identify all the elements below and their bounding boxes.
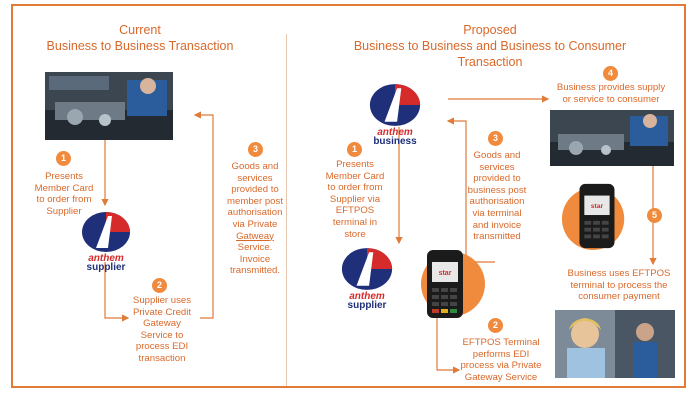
proposed-step2-badge: 2 [488, 318, 503, 333]
proposed-step1-badge: 1 [347, 142, 362, 157]
proposed-step1-text: Presents Member Card to order from Suppl… [325, 159, 385, 240]
diagram-frame [11, 4, 686, 388]
current-step2-text: Supplier uses Private Credit Gateway Ser… [132, 295, 192, 364]
anthem-logo-mark [82, 212, 130, 252]
current-step3-text: Goods and services provided to member po… [219, 161, 291, 277]
anthem-supplier-logo: anthem supplier [78, 210, 134, 273]
anthem-supplier-logo-proposed: anthem supplier [336, 246, 398, 314]
proposed-heading: Proposed Business to Business and Busine… [320, 22, 660, 70]
proposed-title: Proposed [463, 23, 517, 37]
current-step3-badge: 3 [248, 142, 263, 157]
proposed-step3-badge: 3 [488, 131, 503, 146]
proposed-step4-text: Business provides supply or service to c… [556, 82, 666, 105]
current-subtitle: Business to Business Transaction [46, 39, 234, 53]
proposed-step4-badge: 4 [603, 66, 618, 81]
current-heading: Current Business to Business Transaction [40, 22, 240, 54]
mechanic-photo-proposed [550, 110, 674, 166]
proposed-step3-text: Goods and services provided to business … [467, 150, 527, 243]
current-step1-text: Presents Member Card to order from Suppl… [34, 171, 94, 217]
eftpos-terminal-store: star [411, 246, 485, 320]
proposed-step5-text: Business uses EFTPOS terminal to process… [567, 268, 671, 303]
anthem-logo-mark [341, 248, 393, 290]
proposed-subtitle: Business to Business and Business to Con… [353, 39, 627, 69]
eftpos-terminal-business: star [560, 180, 632, 252]
section-divider [286, 34, 287, 386]
proposed-step2-text: EFTPOS Terminal performs EDI process via… [460, 337, 542, 383]
current-step1-badge: 1 [56, 151, 71, 166]
anthem-business-logo: anthem business [360, 82, 430, 148]
current-step2-badge: 2 [152, 278, 167, 293]
current-title: Current [119, 23, 161, 37]
mechanic-photo [45, 72, 173, 140]
terminal-brand-label: star [591, 203, 604, 210]
terminal-brand-label: star [439, 270, 452, 277]
gateway-link[interactable]: Gatweay [236, 230, 274, 242]
proposed-step5-badge: 5 [647, 208, 662, 223]
consumer-photo [555, 310, 675, 378]
anthem-logo-mark [369, 84, 421, 126]
